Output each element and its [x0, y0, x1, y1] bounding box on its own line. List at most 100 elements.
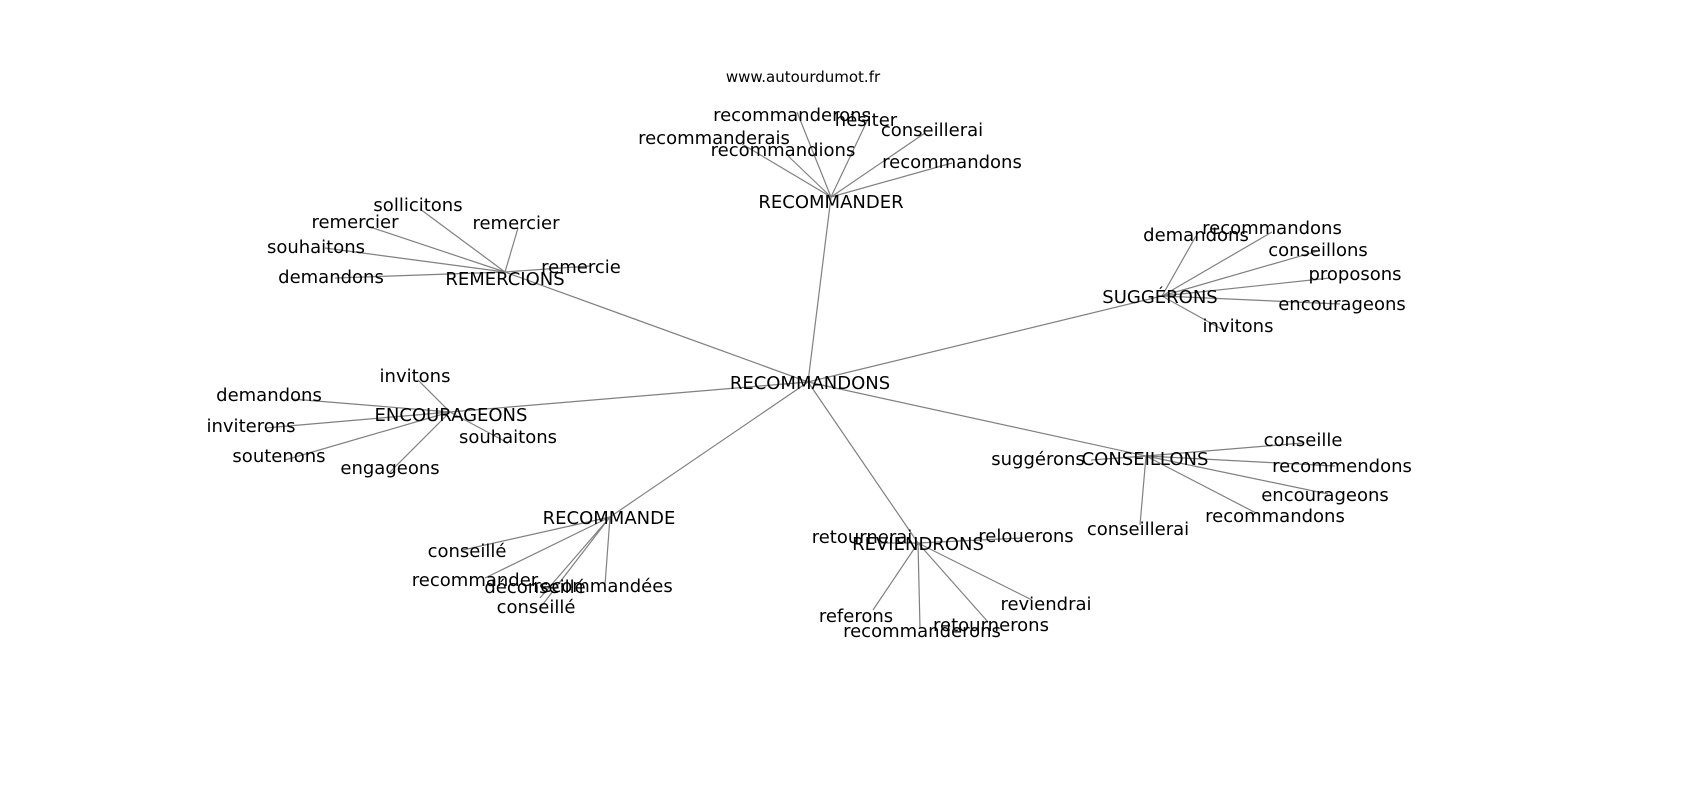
edge-hub-to-leaf: [830, 162, 953, 198]
leaf-node-label: conseillerai: [881, 120, 983, 141]
edge-hub-to-leaf: [604, 516, 611, 586]
edge-center-to-hub: [807, 196, 832, 383]
edge-hub-to-leaf: [462, 516, 611, 551]
leaf-node-label: encourageons: [1261, 485, 1389, 506]
graph-labels: www.autourdumot.fr RECOMMANDER recommande…: [207, 68, 1412, 642]
leaf-node-label: hésiter: [835, 110, 898, 131]
leaf-node-label: reviendrai: [1000, 594, 1091, 615]
edge-hub-to-leaf: [830, 118, 869, 198]
edge-hub-to-leaf: [504, 227, 519, 273]
edge-center-to-hub: [504, 271, 809, 383]
leaf-node-label: recommandons: [1205, 506, 1345, 527]
leaf-node-label: encourageons: [1278, 294, 1406, 315]
edge-hub-to-leaf: [504, 265, 591, 273]
leaf-node-label: engageons: [340, 458, 439, 479]
leaf-node-label: suggérons: [991, 449, 1085, 470]
leaf-node-label: recommandons: [882, 152, 1022, 173]
edge-hub-to-leaf: [264, 411, 451, 429]
leaf-node-label: inviterons: [207, 416, 296, 437]
edge-hub-to-leaf: [1145, 442, 1304, 457]
edge-center-to-hub: [807, 295, 1163, 383]
edge-hub-to-leaf: [917, 542, 1033, 601]
edge-hub-to-leaf: [1161, 295, 1341, 305]
edge-hub-to-leaf: [334, 271, 506, 279]
leaf-node-label: recommanderais: [638, 128, 790, 149]
leaf-node-label: demandons: [1143, 225, 1249, 246]
leaf-node-label: relouerons: [978, 526, 1073, 547]
hub-node-label: SUGGÉRONS: [1102, 286, 1217, 308]
leaf-node-label: demandons: [216, 385, 322, 406]
edge-hub-to-leaf: [449, 411, 509, 444]
edge-hub-to-leaf: [1161, 295, 1226, 332]
leaf-node-label: recommandons: [1202, 218, 1342, 239]
edge-hub-to-leaf: [917, 537, 1024, 544]
edge-hub-to-leaf: [484, 516, 611, 579]
edge-hub-to-leaf: [419, 208, 506, 273]
edge-hub-to-leaf: [872, 542, 919, 611]
edge-hub-to-leaf: [389, 411, 451, 473]
leaf-node-label: conseillerai: [1087, 519, 1189, 540]
site-watermark: www.autourdumot.fr: [726, 68, 881, 86]
hub-node-label: CONSEILLONS: [1082, 449, 1209, 470]
leaf-node-label: conseille: [1264, 430, 1343, 451]
edge-center-to-hub: [449, 381, 809, 413]
leaf-node-label: recommandions: [711, 140, 856, 161]
edge-hub-to-leaf: [1145, 455, 1329, 495]
leaf-node-label: recommander: [412, 570, 539, 591]
leaf-node-label: invitons: [380, 366, 451, 387]
leaf-node-label: remercier: [311, 212, 399, 233]
leaf-node-label: retournerai: [812, 527, 913, 548]
leaf-node-label: souhaitons: [459, 427, 557, 448]
edge-hub-to-leaf: [785, 153, 832, 198]
leaf-node-label: retournerons: [933, 615, 1049, 636]
leaf-node-label: conseillons: [1268, 240, 1368, 261]
graph-edges: [264, 111, 1341, 629]
hub-node-label: RECOMMANDER: [758, 192, 903, 213]
edge-hub-to-leaf: [1139, 455, 1147, 526]
leaf-node-label: recommendons: [1272, 456, 1412, 477]
edge-center-to-hub: [807, 381, 1147, 457]
edge-hub-to-leaf: [1161, 277, 1331, 297]
edge-hub-to-leaf: [324, 247, 506, 273]
edge-hub-to-leaf: [539, 516, 611, 599]
leaf-node-label: demandons: [278, 267, 384, 288]
leaf-node-label: proposons: [1308, 264, 1401, 285]
edge-hub-to-leaf: [830, 132, 926, 198]
edge-hub-to-leaf: [284, 411, 451, 461]
leaf-node-label: referons: [819, 606, 893, 627]
leaf-node-label: souhaitons: [267, 237, 365, 258]
leaf-node-label: remercier: [472, 213, 560, 234]
leaf-node-label: déconseillé: [484, 577, 585, 598]
edge-hub-to-leaf: [1161, 231, 1273, 297]
hub-node-label: RECOMMANDE: [543, 508, 676, 529]
leaf-node-label: remercie: [541, 257, 621, 278]
center-node-label: RECOMMANDONS: [730, 373, 890, 394]
edge-hub-to-leaf: [291, 398, 451, 413]
hub-node-label: ENCOURAGEONS: [375, 405, 528, 426]
edge-hub-to-leaf: [1090, 455, 1147, 461]
hub-node-label: REVIENDRONS: [852, 534, 984, 555]
edge-hub-to-leaf: [917, 542, 989, 623]
edge-hub-to-leaf: [917, 542, 921, 629]
edge-hub-to-leaf: [741, 143, 832, 198]
edge-hub-to-leaf: [417, 379, 451, 413]
edge-hub-to-leaf: [1161, 250, 1319, 297]
edge-center-to-hub: [609, 381, 809, 518]
leaf-node-label: conseillé: [497, 597, 576, 618]
edge-hub-to-leaf: [539, 516, 611, 609]
leaf-node-label: recommanderons: [713, 105, 871, 126]
leaf-node-label: recommandées: [533, 576, 672, 597]
edge-center-to-hub: [807, 381, 919, 544]
hub-node-label: REMERCIONS: [445, 269, 564, 290]
edge-hub-to-leaf: [1145, 455, 1257, 514]
edge-hub-to-leaf: [1161, 235, 1197, 297]
leaf-node-label: sollicitons: [373, 195, 462, 216]
edge-hub-to-leaf: [1145, 455, 1336, 467]
edge-hub-to-leaf: [796, 111, 832, 198]
leaf-node-label: recommanderons: [843, 621, 1001, 642]
leaf-node-label: invitons: [1203, 316, 1274, 337]
leaf-node-label: conseillé: [428, 541, 507, 562]
edge-hub-to-leaf: [369, 226, 506, 273]
leaf-node-label: soutenons: [232, 446, 325, 467]
